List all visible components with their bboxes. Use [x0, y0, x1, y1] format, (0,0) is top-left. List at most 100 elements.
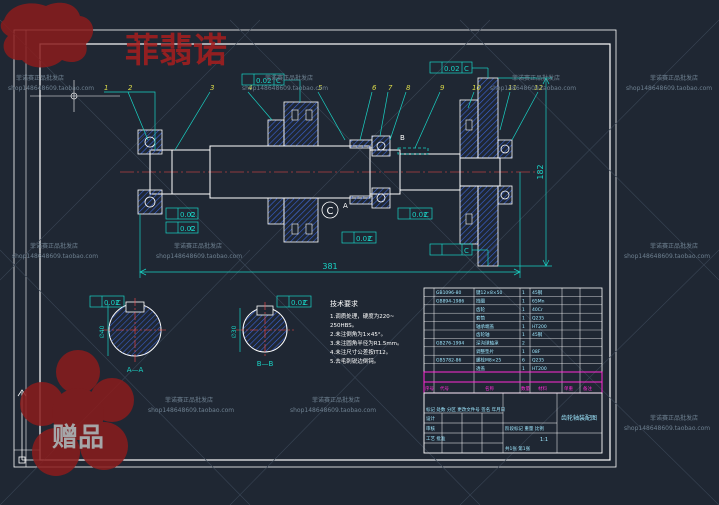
- parts-cell-qty: 1: [522, 366, 525, 372]
- parts-cell-name: 螺栓M8×25: [476, 356, 501, 363]
- parts-cell-material: Q235: [532, 357, 544, 363]
- parts-cell-qty: 1: [522, 315, 525, 321]
- watermark-shop-name: 菲诺赛正品批发店: [650, 242, 698, 250]
- part-number: 6: [372, 84, 377, 92]
- watermark-shop-name: 菲诺赛正品批发店: [16, 74, 64, 82]
- note-line: 4.未注尺寸公差按IT12。: [330, 348, 391, 356]
- gear-left: [267, 101, 319, 243]
- part-number: 4: [248, 84, 252, 92]
- inner-frame: [39, 43, 611, 461]
- left-bearing: [137, 129, 163, 215]
- svg-text:C: C: [368, 235, 373, 243]
- shaft: [149, 145, 501, 199]
- drawing-title: 齿轮轴装配图: [561, 414, 597, 422]
- height-dim: 182: [536, 164, 545, 179]
- parts-cell-name: 齿轮轴: [476, 331, 490, 338]
- note-line: 3.未注圆角半径为R1.5mm。: [330, 339, 403, 347]
- svg-text:0.02: 0.02: [180, 225, 196, 233]
- part-number: 7: [388, 84, 393, 92]
- note-line: 250HBS。: [330, 323, 357, 329]
- parts-cell-code: GB276-1994: [436, 341, 464, 347]
- parts-cell-qty: 1: [522, 332, 525, 338]
- parts-header-remark: 备注: [583, 385, 592, 392]
- datum-c-circle: [321, 201, 339, 219]
- watermark-shop-url: shop148648609.taobao.com: [12, 253, 98, 260]
- parts-header-mass: 单重: [564, 385, 573, 392]
- parts-cell-code: GB894-1986: [436, 299, 464, 305]
- parts-cell-material: 45钢: [532, 289, 543, 296]
- parts-cell-material: 65Mn: [532, 299, 545, 305]
- watermark-shop-name: 菲诺赛正品批发店: [174, 242, 222, 250]
- tolerance-frames: [89, 61, 489, 308]
- part-numbers: 1 2 3 4 5 6 7 8 9 10 11 12: [104, 84, 543, 92]
- parts-header-code: 代号: [440, 385, 449, 392]
- title-row-design: 设计: [426, 415, 435, 422]
- parts-header-material: 材料: [538, 385, 547, 392]
- title-block: 标记 处数 分区 更改文件号 签名 年月日 设计 审核 工艺 批准 阶段标记 重…: [423, 392, 603, 454]
- section-bb-dim: ∅30: [231, 325, 238, 338]
- watermark-shop-name: 菲诺赛正品批发店: [512, 74, 560, 82]
- gift-seal-text: 赠品: [52, 422, 104, 453]
- brand-logo-text: 菲翡诺: [125, 31, 227, 71]
- gear-right: [459, 77, 513, 267]
- parts-cell-material: HT200: [532, 324, 547, 330]
- parts-header-no: 序号: [425, 385, 434, 392]
- svg-text:C: C: [464, 65, 469, 73]
- parts-cell-material: HT200: [532, 366, 547, 372]
- parts-cell-qty: 6: [522, 357, 525, 363]
- title-scale: 1:1: [540, 437, 548, 443]
- snap-marker: [30, 80, 120, 112]
- section-bb: ∅30 B—B: [231, 302, 294, 368]
- watermark-shop-url: shop148648609.taobao.com: [624, 253, 710, 260]
- part-number: 5: [318, 84, 323, 92]
- note-line: 2.未注倒角为1×45°。: [330, 330, 386, 338]
- assembly-main-view: C A B: [120, 77, 540, 267]
- tolerance-datum-letters: C C C C C C C C C: [116, 65, 469, 307]
- watermark-text: 菲诺赛正品批发店 shop148648609.taobao.com 菲诺赛正品批…: [8, 74, 712, 432]
- parts-cell-material: Q235: [532, 315, 544, 321]
- leader-lines: [104, 91, 539, 151]
- overall-length-dim: 381: [322, 262, 337, 271]
- parts-header-name: 名称: [485, 385, 494, 392]
- parts-cell-qty: 2: [522, 341, 525, 347]
- svg-text:0.02: 0.02: [291, 299, 307, 307]
- technical-notes: 技术要求 1.调质处理，硬度为220~ 250HBS。 2.未注倒角为1×45°…: [330, 299, 403, 365]
- section-bb-label: B—B: [257, 360, 274, 368]
- title-row-review: 审核: [426, 425, 435, 432]
- part-number: 2: [128, 84, 133, 92]
- datum-a-label: A: [343, 202, 348, 210]
- parts-cell-material: 45钢: [532, 331, 543, 338]
- svg-text:0.02: 0.02: [412, 211, 428, 219]
- datum-c-label: C: [327, 206, 334, 217]
- watermark-shop-url: shop148648609.taobao.com: [624, 425, 710, 432]
- dimension-lines: [139, 77, 552, 278]
- svg-text:0.02: 0.02: [444, 65, 460, 73]
- svg-text:C: C: [303, 299, 308, 307]
- note-line: 5.去毛刺锐边倒钝。: [330, 357, 379, 365]
- svg-text:C: C: [116, 299, 121, 307]
- title-row-approve: 工艺 批准: [426, 435, 446, 442]
- parts-cell-material: 40Cr: [532, 307, 543, 313]
- parts-header-qty: 数量: [521, 385, 530, 392]
- tolerance-values: 0.02 0.02 0.02 0.02 0.02 0.02 0.02 0.02: [104, 65, 460, 307]
- parts-cell-code: GB5782-86: [436, 357, 462, 363]
- parts-cell-qty: 1: [522, 299, 525, 305]
- part-number: 11: [508, 84, 517, 92]
- part-number: 3: [210, 84, 214, 92]
- parts-cell-qty: 1: [522, 349, 525, 355]
- part-number: 9: [440, 84, 445, 92]
- sheet-border: [13, 29, 617, 468]
- datum-b-label: B: [400, 134, 405, 142]
- parts-cell-code: GB1096-80: [436, 290, 462, 296]
- parts-cell-qty: 1: [522, 324, 525, 330]
- watermark-shop-name: 菲诺赛正品批发店: [312, 396, 360, 404]
- svg-text:0.02: 0.02: [256, 77, 272, 85]
- watermark-shop-url: shop148648609.taobao.com: [490, 85, 576, 92]
- svg-text:C: C: [464, 247, 469, 255]
- title-stage: 阶段标记 重量 比例: [505, 425, 544, 432]
- svg-text:0.02: 0.02: [356, 235, 372, 243]
- part-number: 1: [104, 84, 108, 92]
- part-number: 8: [406, 84, 411, 92]
- parts-cell-name: 深沟球轴承: [476, 340, 499, 347]
